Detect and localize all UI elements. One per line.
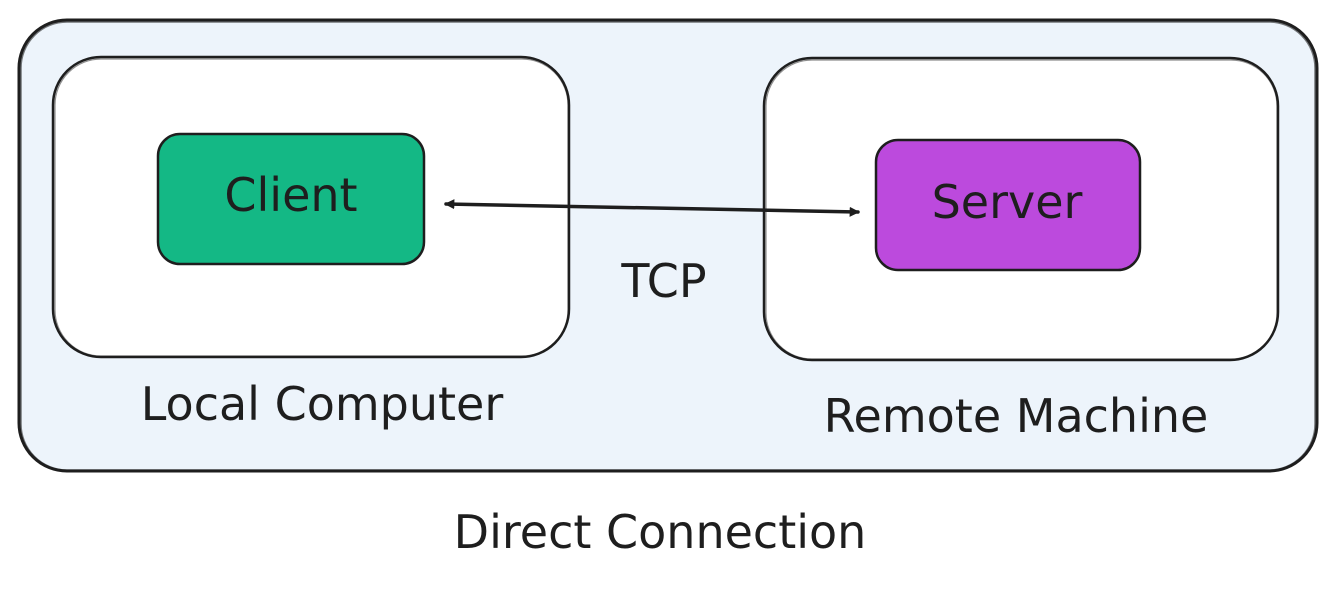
server-node: Server [874, 138, 1142, 272]
protocol-label: TCP [620, 254, 706, 308]
server-label: Server [932, 175, 1083, 229]
client-node: Client [156, 132, 426, 266]
remote-machine-label: Remote Machine [824, 389, 1209, 443]
diagram-caption: Direct Connection [454, 505, 867, 559]
client-label: Client [224, 168, 357, 222]
local-computer-label: Local Computer [141, 377, 504, 431]
tcp-connection-arrow [444, 199, 860, 217]
